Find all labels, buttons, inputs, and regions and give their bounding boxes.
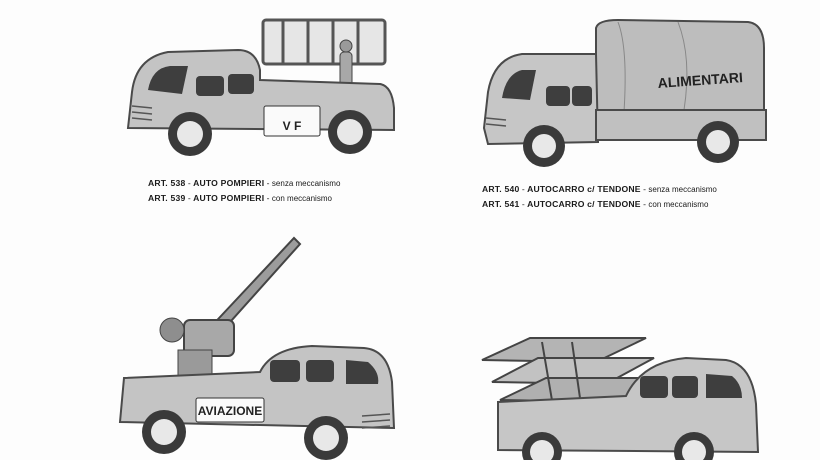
- mechanism-note: senza meccanismo: [271, 179, 341, 188]
- product-name: AUTO POMPIERI: [193, 178, 265, 188]
- article-number: ART. 539: [148, 193, 186, 203]
- covered-truck-illustration: ALIMENTARI: [482, 18, 767, 167]
- article-number: ART. 541: [482, 199, 520, 209]
- product-name: AUTO POMPIERI: [193, 193, 265, 203]
- aviation-truck-illustration: AVIAZIONE: [118, 236, 396, 460]
- article-number: ART. 540: [482, 184, 520, 194]
- aviation-truck-decal-text: AVIAZIONE: [198, 404, 262, 418]
- caption-line: ART. 538 - AUTO POMPIERI - senza meccani…: [148, 178, 341, 188]
- rack-truck-illustration: [481, 337, 760, 460]
- caption-fire-truck: ART. 538 - AUTO POMPIERI - senza meccani…: [148, 176, 340, 206]
- article-number: ART. 538: [148, 178, 186, 188]
- caption-covered-truck: ART. 540 - AUTOCARRO c/ TENDONE - senza …: [482, 182, 717, 212]
- mechanism-note: con meccanismo: [271, 194, 332, 203]
- caption-line: ART. 540 - AUTOCARRO c/ TENDONE - senza …: [482, 184, 717, 194]
- mechanism-note: con meccanismo: [648, 200, 709, 209]
- product-name: AUTOCARRO c/ TENDONE: [527, 184, 641, 194]
- caption-line: ART. 541 - AUTOCARRO c/ TENDONE - con me…: [482, 199, 709, 209]
- fire-truck-decal-text: V F: [283, 119, 302, 133]
- covered-truck-decal-text: ALIMENTARI: [657, 69, 743, 91]
- product-name: AUTOCARRO c/ TENDONE: [527, 199, 641, 209]
- mechanism-note: senza meccanismo: [648, 185, 717, 194]
- fire-truck-illustration: V F: [126, 18, 395, 156]
- caption-line: ART. 539 - AUTO POMPIERI - con meccanism…: [148, 193, 332, 203]
